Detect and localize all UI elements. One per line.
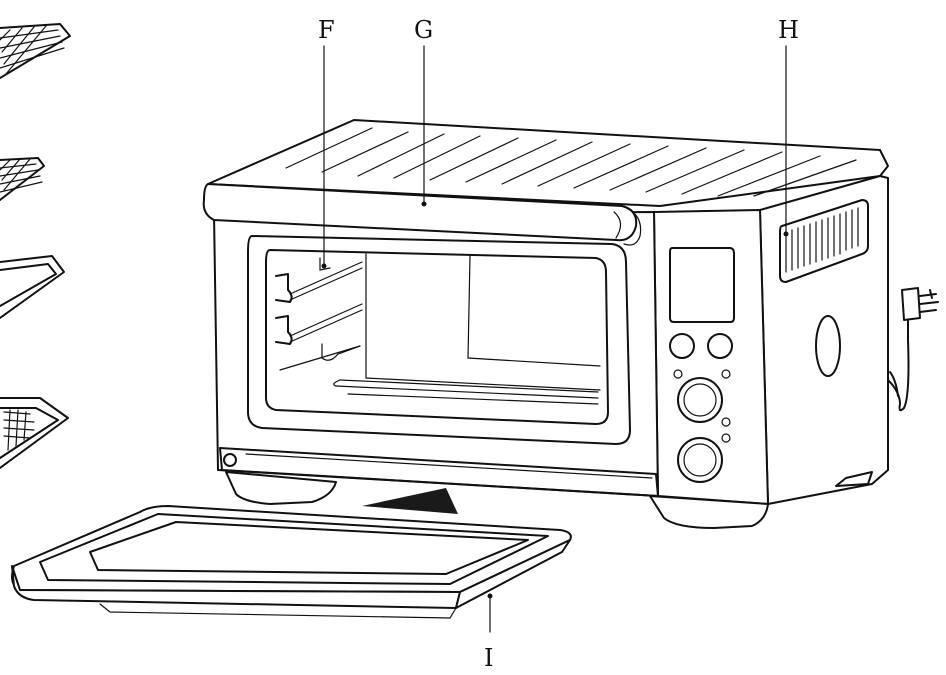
leader-dot-g [421,201,427,207]
power-cord [887,287,939,412]
leader-lines [321,45,789,633]
callout-label-h: H [778,16,799,44]
oven-base [219,447,873,529]
oven-rack-guides [275,257,363,371]
oven-body [202,119,889,505]
leader-dot-f [321,263,327,269]
leader-dot-h [783,231,789,237]
wire-rack-middle [0,157,45,201]
callout-label-g: G [414,16,434,44]
callout-label-i: I [484,644,494,672]
control-panel [669,247,735,483]
callout-label-f: F [318,16,335,44]
oven-door [247,235,631,445]
crumb-tray [11,505,572,619]
baking-pan [0,255,65,319]
leader-dot-i [487,593,493,599]
wire-rack-top [0,23,71,79]
side-vent [779,199,869,377]
top-vent-ribs [285,127,857,197]
air-fry-basket [0,397,69,469]
insert-arrow [362,488,458,514]
